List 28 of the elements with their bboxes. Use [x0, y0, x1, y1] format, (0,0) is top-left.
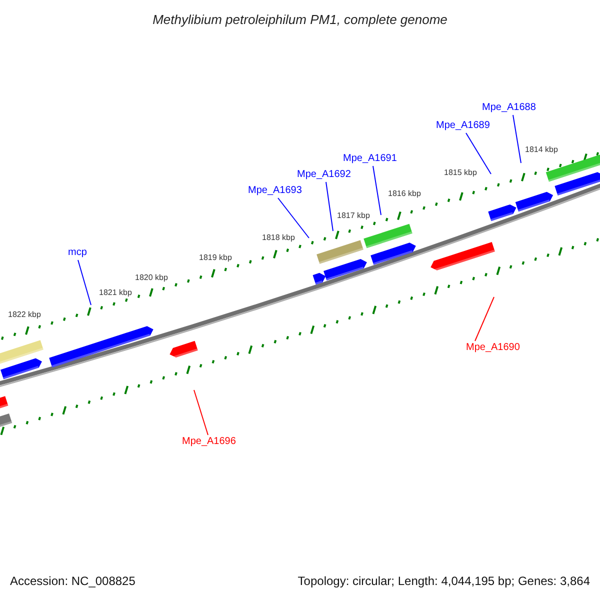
gene-label: mcp: [68, 247, 87, 259]
leader-line: [474, 296, 494, 342]
leader-line: [372, 166, 382, 216]
scale-label: 1816 kbp: [388, 189, 421, 199]
leader-line: [466, 132, 492, 174]
gene-label: Mpe_A1691: [343, 153, 397, 165]
leader-line: [512, 114, 522, 164]
scale-label: 1821 kbp: [99, 288, 132, 298]
scale-label: 1814 kbp: [525, 145, 558, 155]
scale-label: 1815 kbp: [444, 168, 477, 178]
gene-label: Mpe_A1688: [482, 102, 536, 114]
leader-line: [326, 182, 334, 232]
leader-line: [278, 198, 310, 238]
genome-info-text: Topology: circular; Length: 4,044,195 bp; Genes: 3,864: [298, 574, 590, 588]
scale-label: 1819 kbp: [199, 253, 232, 263]
gene-label: Mpe_A1689: [436, 120, 490, 132]
gene-label: Mpe_A1692: [297, 169, 351, 181]
title: Methylibium petroleiphilum PM1, complete genome: [152, 11, 448, 29]
scale-label: 1820 kbp: [135, 273, 168, 283]
gene-label: Mpe_A1693: [248, 185, 302, 197]
leader-line: [194, 390, 208, 436]
gene-label: Mpe_A1696: [182, 436, 236, 448]
gene-label: Mpe_A1690: [466, 342, 520, 354]
scale-label: 1822 kbp: [8, 310, 41, 320]
scale-label: 1817 kbp: [337, 211, 370, 221]
scale-label: 1818 kbp: [262, 233, 295, 243]
accession-text: Accession: NC_008825: [10, 574, 136, 588]
leader-line: [78, 260, 92, 306]
